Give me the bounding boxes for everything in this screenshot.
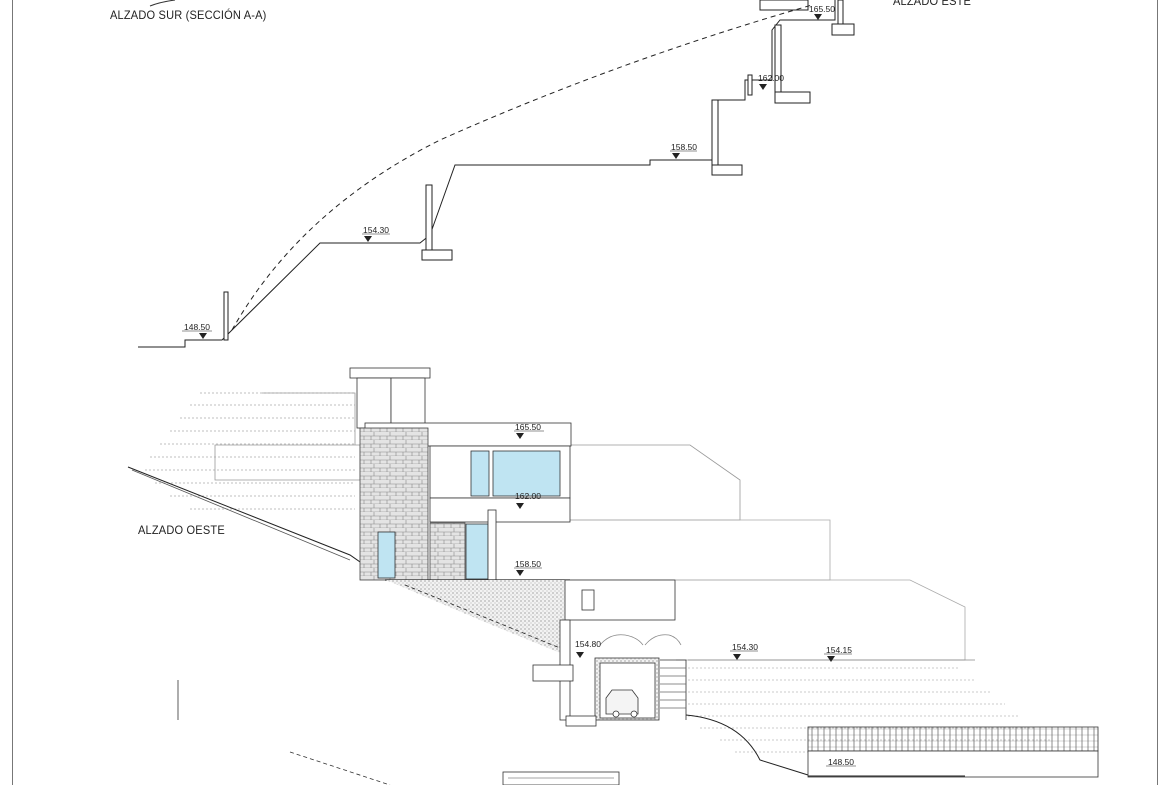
west-elevation bbox=[127, 367, 1099, 785]
west-level-marker-158-50: 158.50 bbox=[514, 559, 542, 576]
svg-text:148.50: 148.50 bbox=[184, 322, 210, 332]
svg-text:162.00: 162.00 bbox=[515, 491, 541, 501]
level-marker-158-50: 158.50 bbox=[670, 142, 697, 159]
caption-alzado-sur: ALZADO SUR (SECCIÓN A-A) bbox=[110, 8, 267, 22]
svg-text:154.30: 154.30 bbox=[732, 642, 758, 652]
svg-text:148.50: 148.50 bbox=[828, 757, 854, 767]
caption-alzado-este: ALZADO ESTE bbox=[893, 0, 972, 8]
svg-text:158.50: 158.50 bbox=[515, 559, 541, 569]
west-level-marker-154-15: 154.15 bbox=[824, 645, 852, 662]
level-marker-165-50: 165.50 bbox=[809, 4, 835, 20]
sheet-border-left bbox=[12, 0, 13, 785]
west-level-marker-148-50: 148.50 bbox=[826, 757, 856, 767]
svg-text:165.50: 165.50 bbox=[809, 4, 835, 14]
level-marker-148-50: 148.50 bbox=[182, 322, 212, 339]
level-marker-154-30: 154.30 bbox=[362, 225, 390, 242]
section-arrow-icon bbox=[149, 0, 176, 7]
caption-alzado-oeste: ALZADO OESTE bbox=[138, 523, 225, 537]
section-a-a bbox=[138, 0, 855, 348]
west-level-marker-165-50: 165.50 bbox=[514, 422, 544, 439]
west-level-marker-154-30: 154.30 bbox=[730, 642, 758, 660]
svg-text:154.15: 154.15 bbox=[826, 645, 852, 655]
svg-text:158.50: 158.50 bbox=[671, 142, 697, 152]
level-marker-162-00: 162.00 bbox=[758, 73, 784, 90]
sheet-border-right bbox=[1157, 0, 1158, 785]
west-level-marker-154-80: 154.80 bbox=[575, 639, 601, 658]
svg-text:165.50: 165.50 bbox=[515, 422, 541, 432]
svg-text:154.30: 154.30 bbox=[363, 225, 389, 235]
west-level-marker-162-00: 162.00 bbox=[515, 491, 541, 509]
svg-text:154.80: 154.80 bbox=[575, 639, 601, 649]
svg-text:162.00: 162.00 bbox=[758, 73, 784, 83]
